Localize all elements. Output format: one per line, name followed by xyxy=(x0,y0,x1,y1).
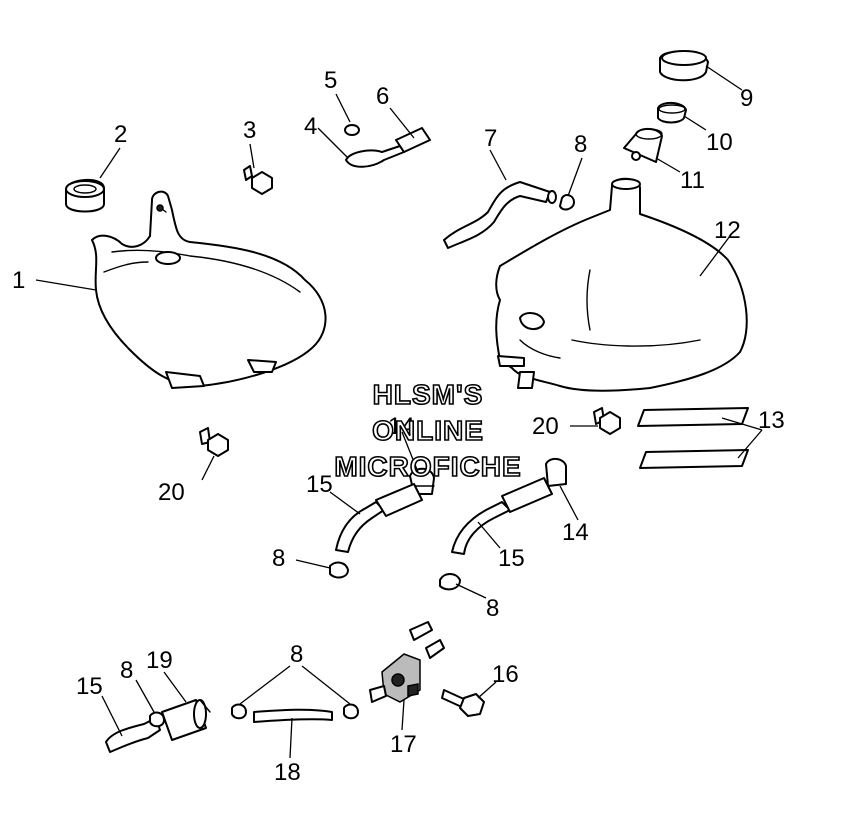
watermark-line-1: HLSM'S xyxy=(373,379,484,410)
callout-7: 7 xyxy=(484,125,497,152)
part-7-vent-hose xyxy=(443,181,557,249)
watermark-line-2: ONLINE xyxy=(372,415,484,446)
callout-8-bottom-left: 8 xyxy=(120,657,133,684)
part-17-fuel-valve xyxy=(369,621,445,703)
callout-15-right: 15 xyxy=(498,545,525,572)
leader-lines xyxy=(35,65,763,759)
callout-9: 9 xyxy=(740,85,753,112)
callout-5: 5 xyxy=(324,67,337,94)
callout-15-mid: 15 xyxy=(306,471,333,498)
part-18-hose xyxy=(253,708,333,723)
callout-4: 4 xyxy=(304,113,317,140)
callout-20-right: 20 xyxy=(532,413,559,440)
part-8-hose-clip-bottom-center-right xyxy=(343,703,359,720)
callout-8-mid-left: 8 xyxy=(272,545,285,572)
callout-10: 10 xyxy=(706,129,733,156)
part-4-5-6-clip-assembly xyxy=(344,124,431,168)
part-15-fuel-line-mid xyxy=(335,483,423,553)
callout-12: 12 xyxy=(714,217,741,244)
callout-19: 19 xyxy=(146,647,173,674)
watermark-line-3: MICROFICHE xyxy=(334,451,521,482)
part-8-hose-clip-bottom-center-left xyxy=(231,703,247,720)
part-11-strainer xyxy=(623,128,663,163)
part-8-hose-clip-mid-right xyxy=(439,573,461,591)
callout-1: 1 xyxy=(12,267,25,294)
part-15-fuel-line-right xyxy=(451,477,553,555)
part-19-fuel-filter xyxy=(161,699,211,741)
callout-8-mid-right: 8 xyxy=(486,595,499,622)
part-20-bolt-right xyxy=(593,407,621,435)
callout-15-bottom: 15 xyxy=(76,673,103,700)
part-8-hose-clip-top xyxy=(559,194,575,211)
callout-2: 2 xyxy=(114,121,127,148)
part-15-fuel-line-bottom xyxy=(105,717,161,753)
part-14-clamp-right xyxy=(545,458,567,487)
part-2-grommet xyxy=(65,179,105,213)
part-20-bolt-left xyxy=(199,427,229,457)
part-16-bolt xyxy=(441,689,485,717)
callout-16: 16 xyxy=(492,661,519,688)
part-13-decals xyxy=(637,407,749,469)
callout-11: 11 xyxy=(680,167,705,194)
part-12-fuel-tank xyxy=(495,177,748,392)
callout-8-bottom-center: 8 xyxy=(290,641,303,668)
callout-8-top: 8 xyxy=(574,131,587,158)
part-9-fuel-cap xyxy=(659,50,709,82)
part-1-tank-cover xyxy=(91,190,327,389)
callout-14-mid: 14 xyxy=(388,413,415,440)
callout-labels: 1 2 3 4 5 6 7 8 9 10 11 12 13 20 20 14 1… xyxy=(12,67,785,786)
callout-14-right: 14 xyxy=(562,519,589,546)
callout-17: 17 xyxy=(390,731,417,758)
part-8-hose-clip-mid-left xyxy=(329,561,349,579)
callout-6: 6 xyxy=(376,83,389,110)
callout-13: 13 xyxy=(758,407,785,434)
callout-3: 3 xyxy=(243,117,256,144)
part-10-seal xyxy=(657,102,687,124)
watermark: HLSM'S ONLINE MICROFICHE xyxy=(334,378,522,483)
part-3-bolt xyxy=(243,165,273,195)
callout-18: 18 xyxy=(274,759,301,786)
callout-20-left: 20 xyxy=(158,479,185,506)
